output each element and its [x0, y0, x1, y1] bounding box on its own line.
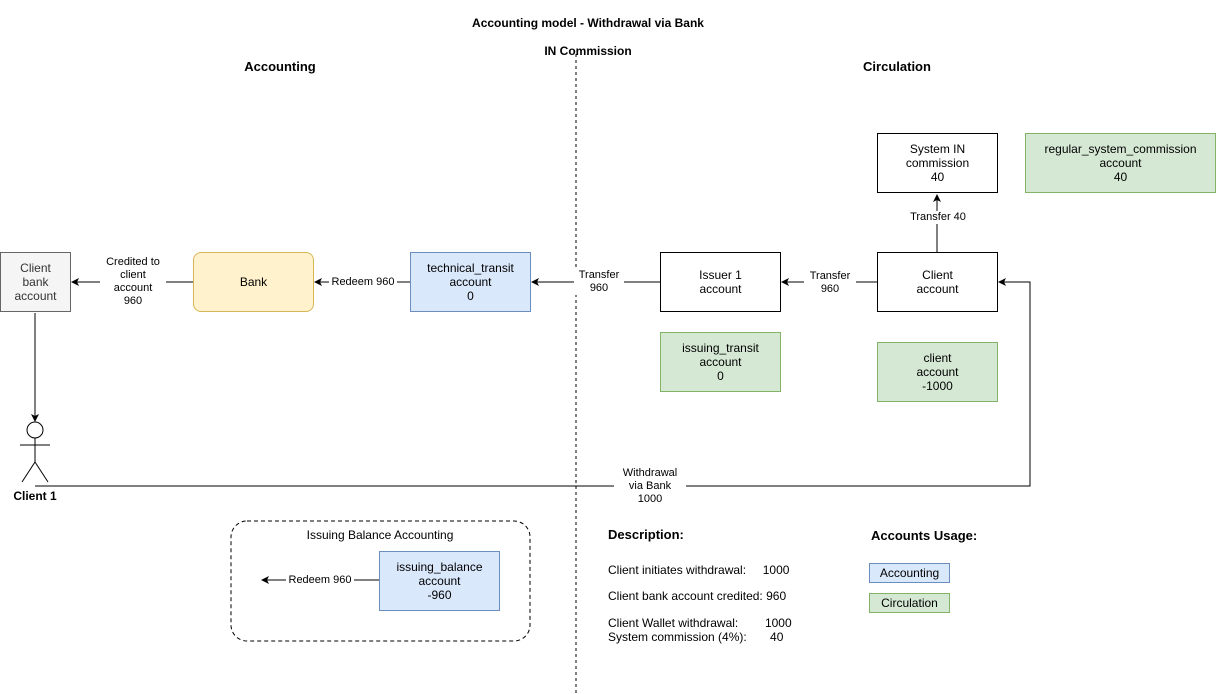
section-accounting-heading: Accounting — [244, 59, 316, 74]
issuing-transit-account-node[interactable]: issuing_transit account 0 — [660, 332, 781, 392]
diagram-title: Accounting model - Withdrawal via Bank I… — [388, 2, 788, 72]
system-in-commission-node[interactable]: System IN commission 40 — [877, 133, 998, 193]
edge-label-credited: Credited to client account 960 — [100, 256, 166, 308]
edge-label-redeem-bank: Redeem 960 — [329, 276, 397, 289]
title-line-2: IN Commission — [544, 44, 632, 58]
description-line-commission: System commission (4%): 40 — [608, 630, 784, 644]
edge-label-withdrawal: Withdrawal via Bank 1000 — [614, 467, 686, 506]
edge-actor-to-client-account — [35, 278, 1031, 487]
issuing-group-title: Issuing Balance Accounting — [306, 528, 454, 542]
edge-label-transfer-issuer: Transfer 960 — [804, 270, 856, 296]
title-line-1: Accounting model - Withdrawal via Bank — [472, 16, 704, 30]
description-line-credited: Client bank account credited: 960 — [608, 589, 787, 603]
client-account-node[interactable]: Client account — [877, 252, 998, 312]
regular-system-commission-account-node[interactable]: regular_system_commission account 40 — [1025, 133, 1216, 193]
legend-heading: Accounts Usage: — [871, 528, 978, 543]
section-circulation-heading: Circulation — [863, 59, 931, 74]
description-line-initiates: Client initiates withdrawal: 1000 — [608, 563, 790, 577]
edge-label-transfer-commission: Transfer 40 — [904, 211, 972, 224]
legend-circulation-swatch: Circulation — [869, 593, 950, 613]
client-bank-account-node[interactable]: Client bank account — [0, 252, 71, 312]
legend-accounting-swatch: Accounting — [869, 563, 950, 583]
issuing-balance-group-frame — [230, 520, 531, 642]
client-account-circulation-node[interactable]: client account -1000 — [877, 342, 998, 402]
edge-label-transfer-transit: Transfer 960 — [574, 269, 624, 295]
actor-stick-figure — [20, 421, 50, 483]
edge-label-redeem-balance: Redeem 960 — [286, 574, 354, 587]
bank-node[interactable]: Bank — [193, 252, 314, 312]
issuer-account-node[interactable]: Issuer 1 account — [660, 252, 781, 312]
description-heading: Description: — [608, 527, 684, 542]
issuing-balance-account-node[interactable]: issuing_balance account -960 — [379, 551, 500, 611]
technical-transit-account-node[interactable]: technical_transit account 0 — [410, 252, 531, 312]
actor-label: Client 1 — [13, 489, 57, 503]
description-line-wallet-withdrawal: Client Wallet withdrawal: 1000 — [608, 616, 792, 630]
